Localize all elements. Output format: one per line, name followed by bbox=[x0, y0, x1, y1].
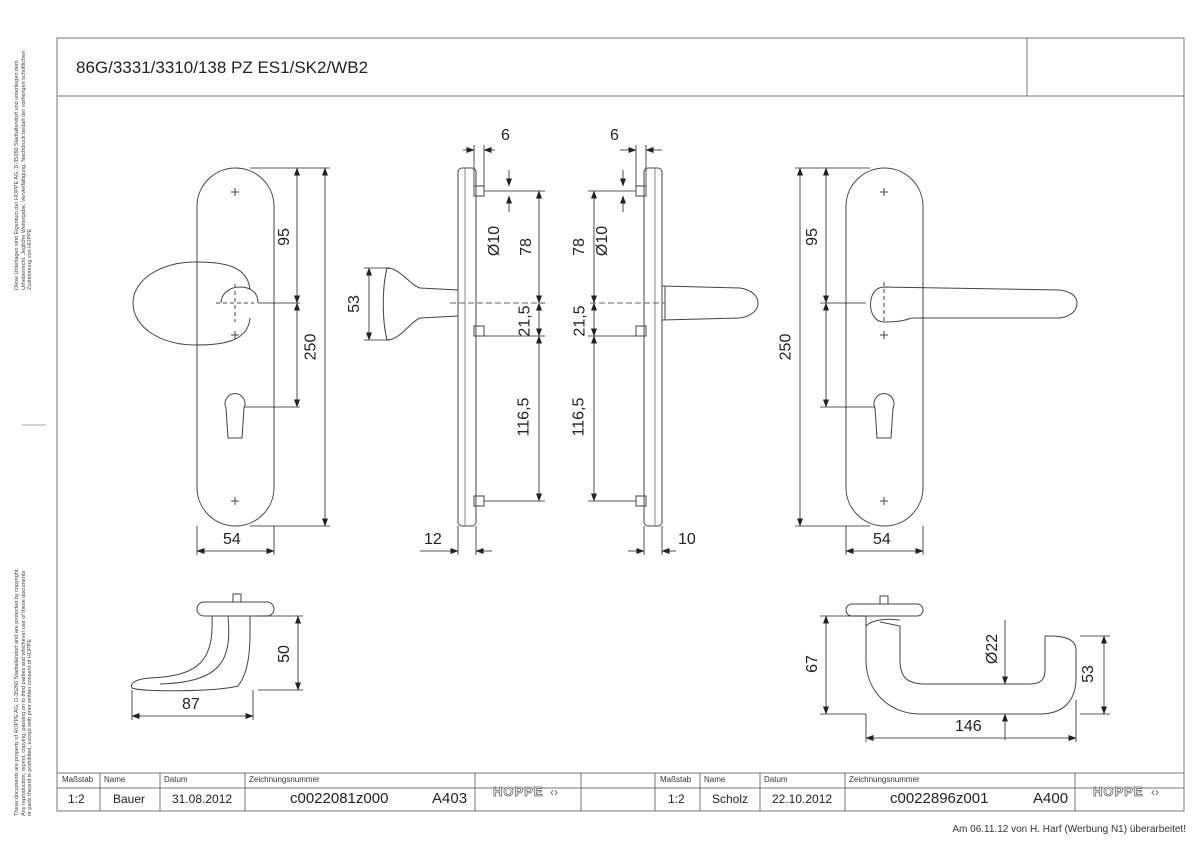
tb-date-label-left: Datum bbox=[164, 775, 188, 784]
dim-label: 95 bbox=[803, 228, 821, 246]
dim-label: 146 bbox=[955, 718, 982, 735]
dim-label: Ø10 bbox=[486, 225, 504, 257]
dims-front-left bbox=[196, 167, 330, 555]
dim-label: 78 bbox=[517, 238, 535, 256]
dim-label: 67 bbox=[803, 655, 821, 673]
tb-name-label-right: Name bbox=[704, 775, 726, 784]
dim-label: 10 bbox=[678, 531, 696, 548]
dim-label: 250 bbox=[777, 333, 795, 361]
tb-drawing-label-left: Zeichnungsnummer bbox=[249, 775, 320, 784]
top-view-lever bbox=[845, 595, 1077, 715]
hoppe-logo-right: HOPPE bbox=[1093, 784, 1144, 800]
side-view-knob bbox=[382, 167, 540, 527]
dims-side-left bbox=[364, 145, 545, 555]
revision-note: Am 06.11.12 von H. Harf (Werbung N1) übe… bbox=[952, 824, 1186, 835]
front-view-lever-plate bbox=[845, 167, 1078, 527]
dims-front-right bbox=[795, 167, 924, 555]
dim-label: 6 bbox=[501, 127, 510, 144]
front-view-knob-plate bbox=[132, 167, 275, 527]
tb-drawing-no-left: c0022081z000 bbox=[290, 790, 389, 807]
dims-top-knob bbox=[131, 615, 303, 720]
keyhole-left bbox=[224, 393, 246, 439]
dim-label: Ø22 bbox=[984, 633, 1002, 665]
backplate-right bbox=[845, 167, 924, 527]
dim-label: 21,5 bbox=[516, 305, 534, 337]
knob-outline bbox=[132, 261, 251, 346]
tb-date-right: 22.10.2012 bbox=[772, 792, 833, 806]
keyhole-right bbox=[873, 393, 895, 439]
dim-label: 21,5 bbox=[571, 305, 589, 337]
tb-date-label-right: Datum bbox=[764, 775, 788, 784]
dims-side-right bbox=[588, 145, 676, 555]
dim-label: 54 bbox=[873, 531, 891, 548]
tb-scale-label-left: Maßstab bbox=[62, 775, 94, 784]
lever-outline bbox=[870, 286, 1078, 323]
dim-label: 50 bbox=[275, 645, 293, 663]
dim-label: 78 bbox=[570, 238, 588, 256]
dim-label: 116,5 bbox=[515, 397, 533, 437]
tb-name-right: Scholz bbox=[712, 792, 749, 806]
tb-name-label-left: Name bbox=[104, 775, 126, 784]
dim-label: 87 bbox=[182, 696, 200, 713]
dim-label: 95 bbox=[275, 228, 293, 246]
dim-label: 250 bbox=[302, 333, 320, 361]
dim-label: 54 bbox=[223, 531, 241, 548]
side-view-lever bbox=[590, 167, 759, 527]
dim-label: 53 bbox=[1079, 665, 1097, 683]
tb-drawing-label-right: Zeichnungsnummer bbox=[849, 775, 920, 784]
hoppe-logo-symbol-left: ‹› bbox=[550, 785, 558, 799]
top-view-knob bbox=[131, 593, 275, 692]
tb-format-left: A403 bbox=[432, 790, 468, 807]
dim-label: 53 bbox=[345, 295, 363, 313]
title-block-lines bbox=[99, 773, 1076, 811]
tb-scale-label-right: Maßstab bbox=[660, 775, 692, 784]
hoppe-logo-left: HOPPE bbox=[493, 784, 544, 800]
dims-top-lever bbox=[820, 615, 1110, 742]
tb-scale-left: 1:2 bbox=[68, 792, 85, 806]
tb-format-right: A400 bbox=[1033, 790, 1069, 807]
backplate-left bbox=[196, 167, 275, 527]
tb-name-left: Bauer bbox=[113, 792, 146, 806]
hoppe-logo-symbol-right: ‹› bbox=[1151, 785, 1159, 799]
dim-label: 116,5 bbox=[570, 397, 588, 437]
drawing-title: 86G/3331/3310/138 PZ ES1/SK2/WB2 bbox=[76, 58, 369, 77]
tb-date-left: 31.08.2012 bbox=[172, 792, 233, 806]
tb-drawing-no-right: c0022896z001 bbox=[890, 790, 989, 807]
dim-label: 12 bbox=[424, 531, 442, 548]
tb-scale-right: 1:2 bbox=[668, 792, 685, 806]
dim-label: 6 bbox=[610, 127, 619, 144]
dim-label: Ø10 bbox=[594, 225, 612, 257]
